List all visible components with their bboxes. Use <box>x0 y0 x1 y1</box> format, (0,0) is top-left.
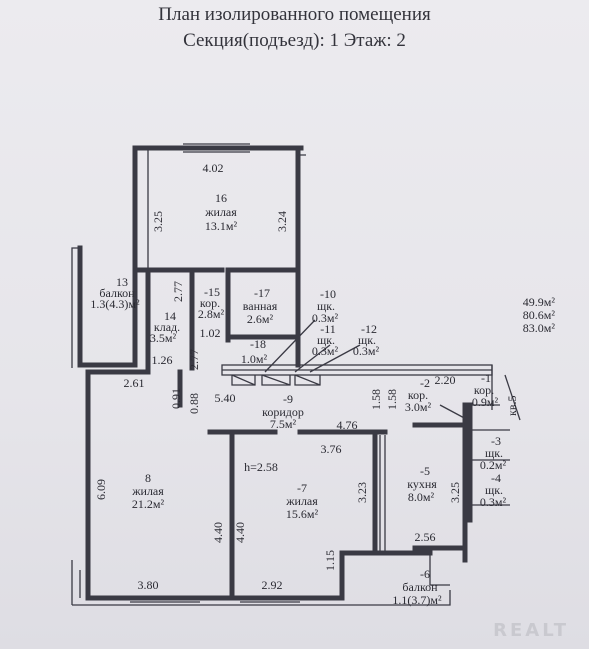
room-7-name: жилая <box>286 494 318 508</box>
room-8-number: 8 <box>145 471 151 485</box>
dim-2-61: 2.61 <box>123 376 145 390</box>
room-1-name: кор. <box>473 383 495 397</box>
room-2-number: -2 <box>420 376 430 390</box>
room-13-name: балкон <box>99 286 135 300</box>
room-3-area: 0.2м² <box>479 458 507 472</box>
dim-3-25-left: 3.25 <box>151 211 165 232</box>
room-8-name: жилая <box>132 484 164 498</box>
dim-0-88: 0.88 <box>187 393 201 414</box>
dim-2-77-b: 2.77 <box>187 349 201 370</box>
room-16-area: 13.1м² <box>204 219 238 233</box>
room-5-number: -5 <box>420 464 430 478</box>
dim-3-23: 3.23 <box>355 482 369 503</box>
room-11-number: -11 <box>320 322 336 336</box>
room-9-name: коридор <box>262 405 304 419</box>
room-18-area: 1.0м² <box>240 352 268 366</box>
room-2-area: 3.0м² <box>404 400 432 414</box>
room-13-area: 1.3(4.3)м² <box>90 297 140 311</box>
dim-4-02: 4.02 <box>202 161 224 175</box>
total-area-2: 80.6м² <box>522 308 555 322</box>
room-11-name: щк. <box>316 333 336 347</box>
room-5-name: кухня <box>407 477 437 491</box>
dim-2-92: 2.92 <box>261 578 283 592</box>
dim-4-40-a: 4.40 <box>211 522 225 543</box>
dim-1-58-b: 1.58 <box>385 389 399 410</box>
dim-1-58-a: 1.58 <box>369 389 383 410</box>
room-2-name: кор. <box>407 388 429 402</box>
dim-1-15: 1.15 <box>323 550 337 571</box>
dim-4-76: 4.76 <box>336 418 358 432</box>
dim-5-40: 5.40 <box>214 391 236 405</box>
room-1-area: 0.9м² <box>471 395 499 409</box>
room-7-number: -7 <box>297 481 307 495</box>
plan-subtitle: Секция(подъезд): 1 Этаж: 2 <box>183 30 406 51</box>
dim-3-25-kitchen: 3.25 <box>448 482 462 503</box>
room-18-number: -18 <box>250 337 266 351</box>
room-12-area: 0.3м² <box>352 344 380 358</box>
room-16-number: 16 <box>215 191 227 205</box>
room-9-number: -9 <box>283 392 293 406</box>
dim-1-26: 1.26 <box>151 353 173 367</box>
height-label: h=2.58 <box>244 460 278 474</box>
room-9-area: 7.5м² <box>269 417 297 431</box>
room-11-area: 0.3м² <box>311 344 339 358</box>
room-16-name: жилая <box>205 205 237 219</box>
room-12-number: -12 <box>361 322 377 336</box>
room-14-area: 3.5м² <box>149 331 177 345</box>
dim-0-91: 0.91 <box>169 388 183 409</box>
dim-2-77-a: 2.77 <box>171 281 185 302</box>
realt-watermark: REALT <box>493 620 569 641</box>
dim-2-56: 2.56 <box>414 530 436 544</box>
room-14-number: 14 <box>164 309 176 323</box>
room-4-name: щк. <box>484 483 504 497</box>
total-area-3: 83.0м² <box>522 321 555 335</box>
room-6-name: балкон <box>402 580 438 594</box>
room-10-name: щк. <box>316 299 336 313</box>
dim-4-40-b: 4.40 <box>233 522 247 543</box>
room-10-number: -10 <box>320 287 336 301</box>
room-1-number: -1 <box>481 371 491 385</box>
room-6-area: 1.1(3.7)м² <box>392 593 442 607</box>
dim-3-80: 3.80 <box>137 578 159 592</box>
room-10-area: 0.3м² <box>311 311 339 325</box>
room-5-area: 8.0м² <box>407 490 435 504</box>
wall-pantry <box>77 245 138 368</box>
apartment-label: кв.5 <box>505 395 519 417</box>
dim-3-24: 3.24 <box>275 211 289 232</box>
room-3-name: щк. <box>484 446 504 460</box>
room-3-number: -3 <box>491 434 501 448</box>
room-4-number: -4 <box>491 471 501 485</box>
dim-1-02: 1.02 <box>199 326 221 340</box>
room-8-area: 21.2м² <box>131 497 165 511</box>
room-14-name: клад. <box>153 320 181 334</box>
room-4-area: 0.3м² <box>479 495 507 509</box>
room-7-area: 15.6м² <box>285 507 319 521</box>
plan-title: План изолированного помещения <box>158 4 431 25</box>
room-13-number: 13 <box>116 275 128 289</box>
room-17-number: -17 <box>254 286 270 300</box>
room-15-name: кор. <box>199 296 221 310</box>
total-area-1: 49.9м² <box>522 295 555 309</box>
dim-2-20: 2.20 <box>434 373 456 387</box>
dim-6-09: 6.09 <box>94 479 108 500</box>
room-15-area: 2.8м² <box>197 307 225 321</box>
wall-room-8-outer <box>85 369 433 601</box>
room-17-area: 2.6м² <box>246 312 274 326</box>
room-6-number: -6 <box>420 567 430 581</box>
room-12-name: щк. <box>357 333 377 347</box>
room-17-name: ванная <box>242 299 278 313</box>
dim-3-76: 3.76 <box>320 442 342 456</box>
room-15-number: -15 <box>204 285 220 299</box>
